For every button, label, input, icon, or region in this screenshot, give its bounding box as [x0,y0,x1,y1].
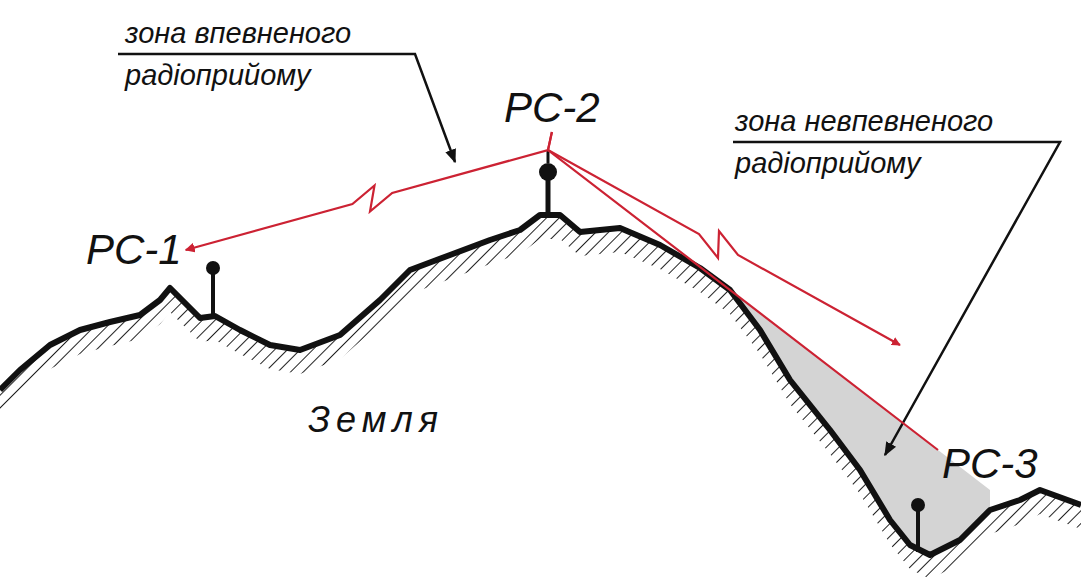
zone-label: зона невпевненого радіоприйому [735,100,1035,184]
station-label: РС-3 [938,440,1042,488]
region-label: Земля [308,398,444,442]
station-name: РС-3 [942,442,1038,486]
station-label: РС-2 [500,84,604,132]
station-name: РС-1 [86,228,182,272]
antenna-symbol [911,498,925,552]
ground-mask [0,239,1081,580]
antenna-symbol [539,150,557,216]
radio-link [186,132,552,250]
antenna-symbol [206,261,220,318]
zone-label: зона впевненого радіоприйому [125,12,395,96]
station-name: РС-2 [504,86,600,130]
ground-hatch [0,215,1081,580]
radio-link [548,132,938,450]
leader-line [733,142,1060,455]
signal-arrow [548,150,900,345]
station-label: РС-1 [82,226,186,274]
shadow-zone [730,290,990,555]
terrain-line [0,215,1081,555]
